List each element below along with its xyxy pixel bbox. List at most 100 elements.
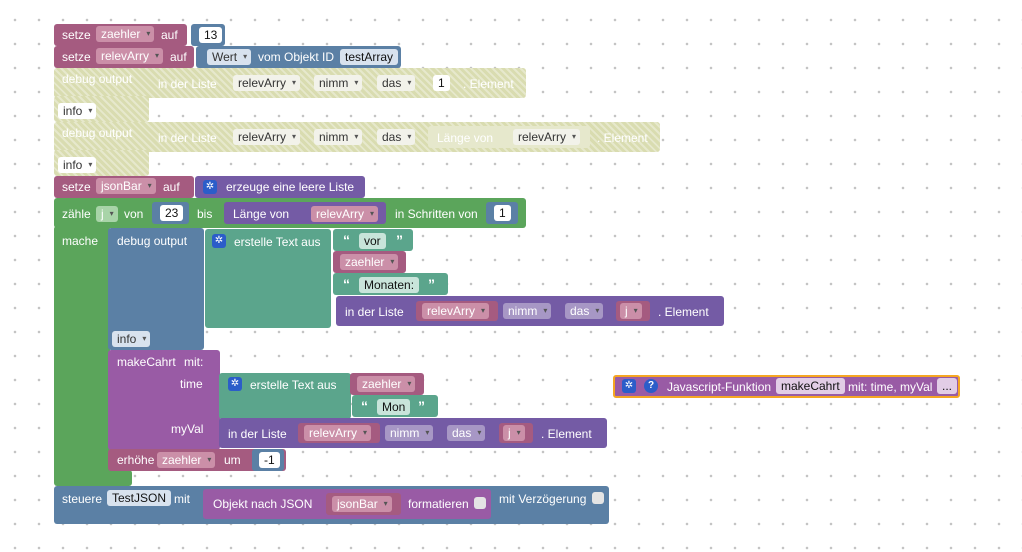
text-field-monaten[interactable]: Monaten:: [359, 277, 420, 293]
gear-icon[interactable]: ✲: [622, 379, 636, 393]
chevron-down-icon: ▾: [481, 306, 486, 315]
chevron-down-icon: ▾: [354, 132, 359, 141]
to-keyword: auf: [161, 28, 178, 42]
from-keyword: von: [124, 207, 144, 221]
delay-checkbox[interactable]: [592, 492, 604, 504]
control-label: steuere: [62, 492, 103, 506]
chevron-down-icon: ▾: [516, 428, 521, 437]
chevron-down-icon: ▾: [370, 209, 375, 218]
gear-icon[interactable]: ✲: [203, 180, 217, 194]
to-keyword: auf: [163, 180, 180, 194]
open-quote-icon: “: [361, 398, 368, 414]
js-function-name-field[interactable]: makeCahrt: [776, 378, 845, 394]
chevron-down-icon: ▾: [88, 160, 93, 169]
length-var-dropdown[interactable]: relevArry▾: [311, 206, 379, 222]
index-field[interactable]: 1: [433, 75, 450, 91]
where-dropdown[interactable]: das▾: [447, 425, 486, 441]
zaehler-var-dropdown[interactable]: zaehler▾: [357, 376, 416, 392]
chevron-down-icon: ▾: [407, 78, 412, 87]
where-dropdown[interactable]: das▾: [377, 129, 416, 145]
js-function-title: Javascript-Funktion: [667, 380, 772, 394]
object-id-field[interactable]: testArray: [340, 49, 399, 65]
chevron-down-icon: ▾: [109, 209, 114, 218]
close-quote-icon: ”: [396, 232, 403, 248]
create-text-label: erstelle Text aus: [250, 378, 337, 392]
index-var-dropdown[interactable]: j▾: [503, 425, 525, 441]
jsonbar-var-dropdown[interactable]: jsonBar▾: [96, 178, 156, 194]
where-dropdown[interactable]: das▾: [377, 75, 416, 91]
gear-icon[interactable]: ✲: [228, 377, 242, 391]
to-keyword: auf: [170, 50, 187, 64]
open-quote-icon: “: [343, 232, 350, 248]
create-text-block[interactable]: [205, 229, 331, 328]
index-var-dropdown[interactable]: j▾: [620, 303, 642, 319]
param-myval-label: myVal: [171, 422, 204, 436]
number-field[interactable]: -1: [259, 452, 280, 468]
format-label: formatieren: [408, 497, 469, 511]
help-icon[interactable]: ?: [644, 379, 658, 393]
set-keyword: setze: [62, 28, 91, 42]
log-level-dropdown[interactable]: info▾: [112, 331, 151, 347]
zaehler-var-dropdown[interactable]: zaehler▾: [157, 452, 216, 468]
function-call-block[interactable]: [108, 350, 220, 450]
chevron-down-icon: ▾: [147, 181, 152, 190]
chevron-down-icon: ▾: [383, 499, 388, 508]
chevron-down-icon: ▾: [572, 132, 577, 141]
list-var-dropdown[interactable]: relevArry▾: [304, 425, 372, 441]
chevron-down-icon: ▾: [88, 106, 93, 115]
chevron-down-icon: ▾: [207, 455, 212, 464]
param-time-label: time: [180, 377, 203, 391]
wert-dropdown[interactable]: Wert▾: [207, 49, 252, 65]
js-function-more-field[interactable]: ...: [937, 378, 958, 394]
by-keyword: um: [224, 453, 241, 467]
loop-var-dropdown[interactable]: j▾: [96, 206, 118, 222]
step-number-field[interactable]: 1: [494, 205, 511, 221]
chevron-down-icon: ▾: [363, 428, 368, 437]
list-var-dropdown[interactable]: relevArry▾: [422, 303, 490, 319]
chevron-down-icon: ▾: [633, 306, 638, 315]
element-label: . Element: [463, 77, 514, 91]
text-field-vor[interactable]: vor: [359, 233, 386, 249]
element-label: . Element: [541, 427, 592, 441]
close-quote-icon: ”: [418, 398, 425, 414]
loop-footer: [54, 470, 132, 486]
element-label: . Element: [658, 305, 709, 319]
in-list-label: in der Liste: [158, 131, 217, 145]
zaehler-var-dropdown[interactable]: zaehler▾: [96, 26, 155, 42]
step-label: in Schritten von: [395, 207, 478, 221]
function-name-label: makeCahrt: [117, 355, 176, 369]
log-level-dropdown[interactable]: info▾: [58, 103, 97, 119]
increment-label: erhöhe: [117, 453, 155, 467]
list-var-dropdown[interactable]: relevArry▾: [233, 75, 301, 91]
chevron-down-icon: ▾: [407, 379, 412, 388]
zaehler-var-dropdown[interactable]: zaehler▾: [340, 254, 399, 270]
list-var-dropdown[interactable]: relevArry▾: [233, 129, 301, 145]
debug-output-block-2-body: [54, 150, 149, 176]
inner-debug-output-block[interactable]: [108, 228, 204, 350]
op-dropdown[interactable]: nimm▾: [385, 425, 434, 441]
number-field[interactable]: 13: [199, 27, 223, 43]
length-var-dropdown[interactable]: relevArry▾: [513, 129, 581, 145]
chevron-down-icon: ▾: [543, 306, 548, 315]
length-of-label: Länge von: [233, 207, 290, 221]
log-level-dropdown[interactable]: info▾: [58, 157, 97, 173]
control-target-field[interactable]: TestJSON: [107, 490, 172, 506]
create-text-label: erstelle Text aus: [234, 235, 321, 249]
relevarry-var-dropdown[interactable]: relevArry▾: [96, 48, 164, 64]
from-number-field[interactable]: 23: [160, 205, 184, 221]
op-dropdown[interactable]: nimm▾: [503, 303, 552, 319]
count-keyword: zähle: [62, 207, 91, 221]
text-field-mon[interactable]: Mon: [377, 399, 411, 415]
js-function-params: mit: time, myVal: [848, 380, 933, 394]
chevron-down-icon: ▾: [292, 78, 297, 87]
jsonbar-var-dropdown[interactable]: jsonBar▾: [332, 496, 392, 512]
format-checkbox[interactable]: [474, 497, 486, 509]
from-object-label: vom Objekt ID: [258, 50, 335, 64]
where-dropdown[interactable]: das▾: [565, 303, 604, 319]
op-dropdown[interactable]: nimm▾: [314, 75, 363, 91]
to-keyword: bis: [197, 207, 213, 221]
gear-icon[interactable]: ✲: [212, 234, 226, 248]
op-dropdown[interactable]: nimm▾: [314, 129, 363, 145]
open-quote-icon: “: [343, 276, 350, 292]
create-empty-list-block[interactable]: [195, 176, 365, 198]
